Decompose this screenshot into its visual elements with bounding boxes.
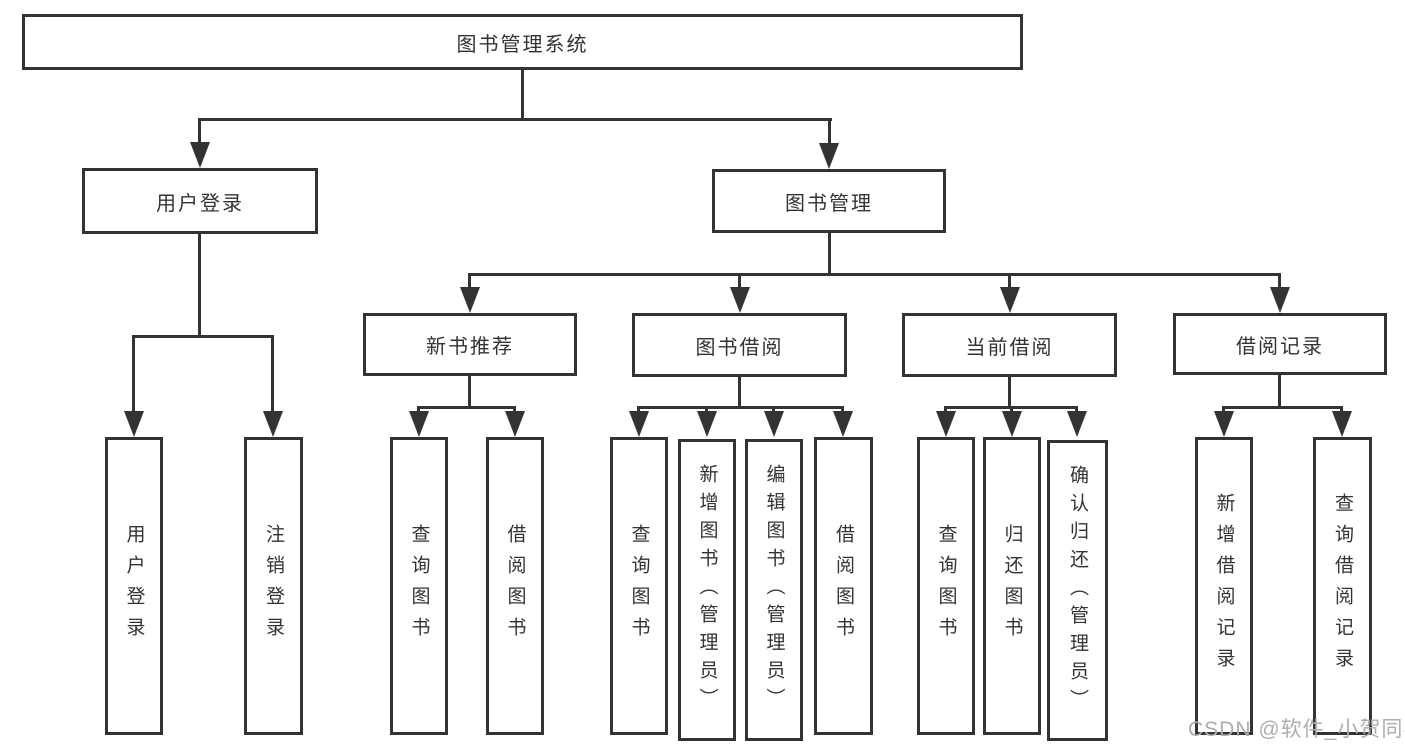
connector-stub bbox=[828, 233, 831, 276]
arrowhead bbox=[936, 411, 956, 437]
connector-horizontal bbox=[132, 335, 274, 338]
leaf-return-books: 归还图书 bbox=[983, 437, 1041, 735]
arrowhead bbox=[697, 411, 717, 437]
arrowhead bbox=[1067, 411, 1087, 437]
connector-shaft bbox=[1008, 273, 1011, 291]
leaf-query-books-current: 查询图书 bbox=[917, 437, 975, 735]
arrowhead bbox=[764, 411, 784, 437]
connector-level1-horizontal bbox=[198, 118, 832, 121]
leaf-query-books-borrow: 查询图书 bbox=[610, 437, 668, 735]
connector-shaft bbox=[468, 273, 471, 291]
node-current-borrow: 当前借阅 bbox=[902, 313, 1117, 377]
connector-stub bbox=[468, 376, 471, 409]
arrowhead bbox=[1002, 411, 1022, 437]
arrowhead bbox=[263, 411, 283, 437]
connector-shaft bbox=[828, 118, 831, 147]
connector-shaft bbox=[705, 406, 708, 415]
arrowhead bbox=[505, 411, 525, 437]
arrowhead bbox=[409, 411, 429, 437]
connector-shaft bbox=[841, 406, 844, 415]
arrowhead bbox=[1270, 287, 1290, 313]
connector-shaft bbox=[271, 335, 274, 415]
connector-shaft bbox=[1075, 406, 1078, 415]
connector-shaft bbox=[1222, 406, 1225, 415]
arrowhead bbox=[460, 287, 480, 313]
node-book-borrow: 图书借阅 bbox=[632, 313, 847, 377]
leaf-edit-books-admin: 编辑图书（管理员） bbox=[745, 439, 803, 741]
connector-shaft bbox=[1010, 406, 1013, 415]
arrowhead bbox=[1332, 411, 1352, 437]
arrowhead bbox=[190, 142, 210, 168]
node-new-book-recommend: 新书推荐 bbox=[363, 313, 577, 376]
connector-shaft bbox=[1278, 273, 1281, 291]
connector-shaft bbox=[1340, 406, 1343, 415]
arrowhead bbox=[730, 287, 750, 313]
node-user-login: 用户登录 bbox=[82, 168, 318, 234]
connector-root-trunk bbox=[521, 69, 524, 121]
connector-shaft bbox=[513, 406, 516, 415]
connector-shaft bbox=[637, 406, 640, 415]
connector-shaft bbox=[198, 118, 201, 146]
connector-stub bbox=[738, 377, 741, 409]
connector-level2-horizontal bbox=[468, 273, 1281, 276]
connector-shaft bbox=[772, 406, 775, 415]
leaf-add-books-admin: 新增图书（管理员） bbox=[678, 439, 736, 741]
connector-shaft bbox=[417, 406, 420, 415]
connector-shaft bbox=[944, 406, 947, 415]
connector-stub bbox=[1278, 375, 1281, 409]
connector-shaft bbox=[132, 335, 135, 415]
arrowhead bbox=[629, 411, 649, 437]
node-book-management: 图书管理 bbox=[712, 169, 946, 233]
arrowhead bbox=[833, 411, 853, 437]
connector-horizontal bbox=[637, 406, 844, 409]
leaf-confirm-return-admin: 确认归还（管理员） bbox=[1047, 440, 1108, 741]
leaf-borrow-books-recommend: 借阅图书 bbox=[486, 437, 544, 735]
leaf-query-borrow-record: 查询借阅记录 bbox=[1313, 437, 1372, 735]
arrowhead bbox=[819, 143, 839, 169]
leaf-query-books-recommend: 查询图书 bbox=[390, 437, 448, 735]
connector-horizontal bbox=[1222, 406, 1343, 409]
connector-stub bbox=[198, 234, 201, 338]
arrowhead bbox=[1214, 411, 1234, 437]
leaf-add-borrow-record: 新增借阅记录 bbox=[1195, 437, 1253, 735]
node-root: 图书管理系统 bbox=[22, 14, 1023, 70]
arrowhead bbox=[1000, 287, 1020, 313]
connector-stub bbox=[1008, 377, 1011, 409]
leaf-user-login: 用户登录 bbox=[105, 437, 163, 735]
connector-horizontal bbox=[417, 406, 516, 409]
csdn-watermark: CSDN @软件_小贺同学 bbox=[1188, 718, 1405, 741]
arrowhead bbox=[124, 411, 144, 437]
leaf-borrow-books: 借阅图书 bbox=[814, 437, 873, 735]
leaf-logout: 注销登录 bbox=[244, 437, 303, 735]
connector-shaft bbox=[738, 273, 741, 291]
node-borrow-records: 借阅记录 bbox=[1173, 313, 1387, 375]
